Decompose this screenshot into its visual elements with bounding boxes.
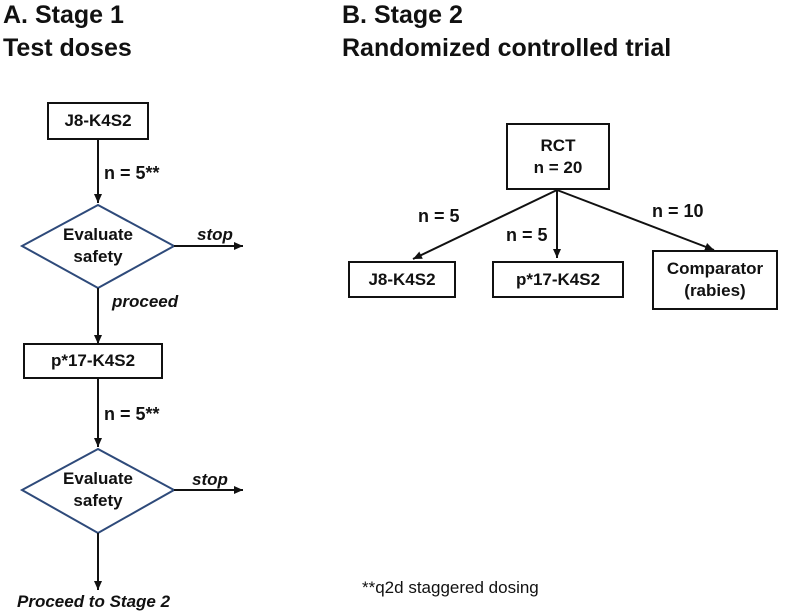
stage1-box-p17-k4s2: p*17-K4S2 — [23, 343, 163, 379]
arrow-rct-to-arm1 — [412, 189, 558, 260]
decision1-line1: Evaluate — [63, 225, 133, 244]
stage1-subtitle: Test doses — [3, 34, 132, 62]
stage2-arm2-n: n = 5 — [506, 225, 548, 245]
stage2-rct-box: RCT n = 20 — [506, 123, 610, 190]
stage1-title: A. Stage 1 — [3, 1, 124, 29]
arm3-line2: (rabies) — [684, 281, 746, 300]
decision2-line2: safety — [73, 491, 123, 510]
stage2-arm2-box: p*17-K4S2 — [492, 261, 624, 298]
stage1-box-j8-k4s2: J8-K4S2 — [47, 102, 149, 140]
decision1-line2: safety — [73, 247, 123, 266]
stage1-box2-label: p*17-K4S2 — [50, 351, 136, 370]
decision1-text: Evaluate safety — [42, 224, 154, 268]
arrow-rct-to-arm3 — [556, 189, 715, 251]
stage2-subtitle: Randomized controlled trial — [342, 34, 672, 62]
stage2-title: B. Stage 2 — [342, 1, 463, 29]
stage1-final-label: Proceed to Stage 2 — [17, 592, 171, 611]
stage2-arm3-box: Comparator (rabies) — [652, 250, 778, 310]
arm3-line1: Comparator — [666, 259, 764, 278]
stage1-n1-label: n = 5** — [104, 163, 160, 183]
decision2-text: Evaluate safety — [42, 468, 154, 512]
arm2-label: p*17-K4S2 — [515, 269, 601, 289]
stage1-stop1-label: stop — [197, 225, 233, 244]
rct-line1: RCT — [540, 135, 576, 155]
stage1-box1-label: J8-K4S2 — [64, 111, 132, 130]
stage2-arm1-box: J8-K4S2 — [348, 261, 456, 298]
stage1-n2-label: n = 5** — [104, 404, 160, 424]
stage1-proceed-label: proceed — [112, 292, 179, 311]
decision2-line1: Evaluate — [63, 469, 133, 488]
stage2-arm3-n: n = 10 — [652, 201, 704, 221]
rct-line2: n = 20 — [533, 157, 583, 177]
arm1-label: J8-K4S2 — [368, 269, 436, 289]
stage2-arm1-n: n = 5 — [418, 206, 460, 226]
stage1-stop2-label: stop — [192, 470, 228, 489]
footnote: **q2d staggered dosing — [362, 578, 539, 597]
